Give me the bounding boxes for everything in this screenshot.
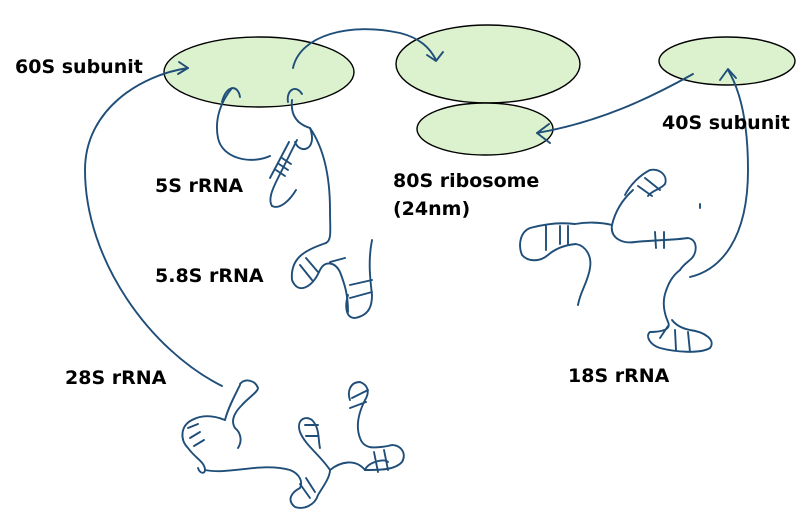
arrow-28s-to-60s bbox=[84, 67, 223, 387]
ribosome-80s-large-shape bbox=[395, 24, 581, 104]
rrna-28s-structure bbox=[181, 379, 405, 509]
label-40s-subunit: 40S subunit bbox=[662, 112, 790, 134]
label-60s-subunit: 60S subunit bbox=[15, 56, 143, 78]
label-18s-rrna: 18S rRNA bbox=[568, 365, 670, 387]
ribosome-80s-small-shape bbox=[416, 102, 554, 156]
label-5-8s-rrna: 5.8S rRNA bbox=[155, 265, 264, 287]
arrowhead-28s-to-60s bbox=[177, 61, 189, 75]
arrowhead-40s-to-80s bbox=[536, 123, 551, 144]
rrna-5s-structure bbox=[216, 87, 271, 161]
arrow-40s-to-80s bbox=[536, 73, 694, 134]
arrow-18s-to-40s bbox=[689, 69, 749, 278]
label-80s-ribosome: 80S ribosome bbox=[393, 170, 540, 192]
rrna-5-8s-structure bbox=[269, 88, 373, 319]
arrowhead-60s-to-80s bbox=[426, 51, 444, 62]
rrna-18s-structure bbox=[519, 168, 713, 353]
label-80s-ribosome-size: (24nm) bbox=[393, 198, 471, 220]
subunit-40s-shape bbox=[658, 36, 796, 86]
arrow-60s-to-80s bbox=[292, 28, 437, 69]
label-5s-rrna: 5S rRNA bbox=[155, 175, 244, 197]
label-28s-rrna: 28S rRNA bbox=[65, 367, 167, 389]
subunit-60s-shape bbox=[163, 36, 355, 108]
arrowhead-18s-to-40s bbox=[719, 68, 737, 81]
